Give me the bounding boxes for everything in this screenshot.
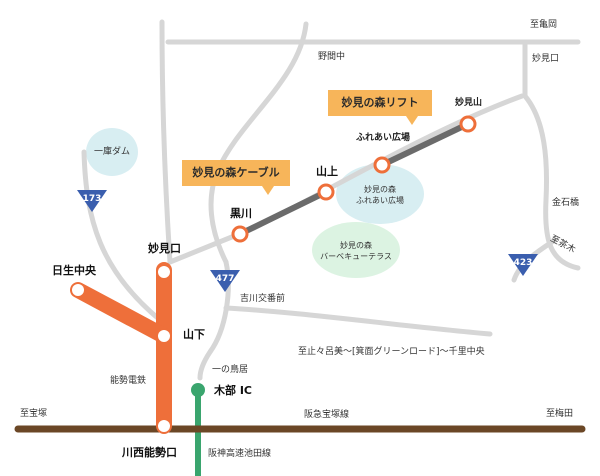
label-station-hirano: 日生中央 (52, 264, 96, 277)
nose-railway-line (70, 262, 172, 434)
cable-line (238, 189, 328, 237)
label-myokenguchi-ne: 妙見口 (532, 54, 560, 64)
label-nose-railway: 能勢電鉄 (110, 376, 147, 386)
label-station-yamashita: 山下 (183, 328, 205, 341)
label-station-kawanishi: 川西能勢口 (122, 446, 177, 459)
kibe-ic-marker[interactable] (191, 383, 205, 397)
fureai-area (336, 164, 424, 224)
route-173-shield (77, 190, 107, 212)
callout-lift: 妙見の森リフト (328, 90, 432, 125)
station-hirano-marker[interactable] (72, 284, 84, 296)
label-ichinotorii: 一の鳥居 (212, 365, 249, 375)
route-173-number: 173 (82, 194, 102, 204)
label-ikkura-dam: 一庫ダム (94, 147, 131, 157)
label-fureai-area: 妙見の森 ふれあい広場 (350, 184, 410, 206)
label-station-fureai: ふれあい広場 (356, 133, 411, 143)
station-fureai-marker[interactable] (373, 156, 391, 174)
route-477-number: 477 (215, 274, 235, 284)
station-yamashita-marker[interactable] (158, 330, 170, 342)
fureai-area-line1: 妙見の森 (364, 185, 396, 194)
label-to-kameoka: 至亀岡 (530, 20, 558, 30)
lift-line (380, 121, 470, 168)
callout-lift-text: 妙見の森リフト (341, 96, 419, 109)
label-toward-senri: 至止々呂美～[箕面グリーンロード]～千里中央 (298, 347, 485, 357)
route-423-number: 423 (513, 258, 533, 268)
label-yoshikawa-koban: 吉川交番前 (240, 294, 286, 304)
bbq-terrace-area (312, 222, 400, 278)
label-nomanaka: 野間中 (318, 52, 346, 62)
callout-cable-text: 妙見の森ケーブル (192, 166, 280, 179)
station-myokenguchi-marker[interactable] (158, 266, 170, 278)
route-423-shield (508, 254, 538, 276)
label-station-myokensan: 妙見山 (455, 98, 483, 108)
route-477-shield (210, 270, 240, 292)
label-hanshin-expressway: 阪神高速池田線 (208, 449, 272, 459)
bbq-area-line2: バーベキューテラス (320, 252, 392, 261)
label-to-takarazuka: 至宝塚 (20, 409, 48, 419)
label-hankyu-takarazuka: 阪急宝塚線 (304, 410, 350, 420)
label-to-umeda: 至梅田 (546, 409, 574, 419)
callout-cable: 妙見の森ケーブル (182, 160, 290, 195)
label-bbq-area: 妙見の森 バーベキューテラス (316, 240, 396, 262)
label-kinseki-bridge: 金石橋 (552, 198, 580, 208)
label-station-yamagami: 山上 (316, 165, 338, 178)
label-station-myokenguchi: 妙見口 (148, 242, 181, 255)
station-kurokawa-marker[interactable] (231, 225, 249, 243)
label-station-kurokawa: 黒川 (230, 207, 252, 220)
station-yamagami-marker[interactable] (317, 183, 335, 201)
fureai-area-line2: ふれあい広場 (356, 196, 404, 205)
station-myokensan-marker[interactable] (459, 115, 477, 133)
label-kibe-ic: 木部 IC (214, 384, 252, 397)
ikkura-dam-area (86, 128, 138, 176)
bbq-area-line1: 妙見の森 (340, 241, 372, 250)
station-kawanishi-marker[interactable] (158, 420, 170, 432)
